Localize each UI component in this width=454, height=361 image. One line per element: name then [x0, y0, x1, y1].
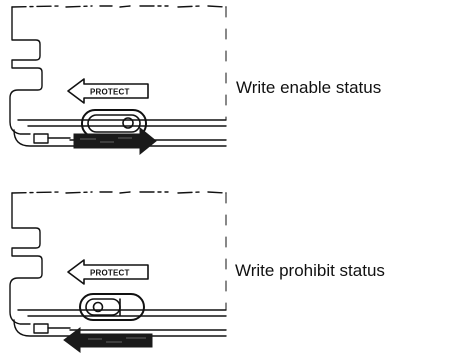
protect-arrow-label: PROTECT: [90, 269, 130, 278]
cartridge-bottom-rail: [13, 119, 227, 147]
write-prohibit-status-label: Write prohibit status: [235, 261, 385, 280]
protect-arrow-top: PROTECT: [67, 78, 149, 104]
dark-arrow-texture: [80, 137, 132, 143]
protect-arrow-bottom: PROTECT: [67, 259, 149, 285]
protect-switch: [81, 109, 147, 138]
protect-arrow-shape: [67, 78, 149, 104]
protect-switch: [79, 293, 145, 321]
dark-arrow-right: [73, 126, 157, 156]
cartridge-top-edge: [11, 5, 227, 8]
write-prohibit-panel: [9, 191, 227, 337]
dark-arrow-left: [63, 327, 153, 353]
dark-arrow-texture: [88, 337, 146, 343]
write-enable-panel: [9, 5, 227, 147]
connector-box: [33, 323, 49, 334]
write-enable-status-label: Write enable status: [236, 78, 382, 97]
protect-switch-inner: [87, 114, 141, 133]
cartridge-bottom-rail: [13, 309, 227, 337]
cartridge-left-edge: [9, 6, 43, 135]
protect-arrow-shape: [67, 259, 149, 285]
switch-knob: [122, 117, 134, 129]
switch-knob: [92, 301, 104, 313]
cartridge-left-edge: [9, 192, 43, 325]
cartridge-top-edge: [11, 191, 227, 194]
connector-box: [33, 133, 49, 144]
protect-arrow-label: PROTECT: [90, 88, 130, 97]
